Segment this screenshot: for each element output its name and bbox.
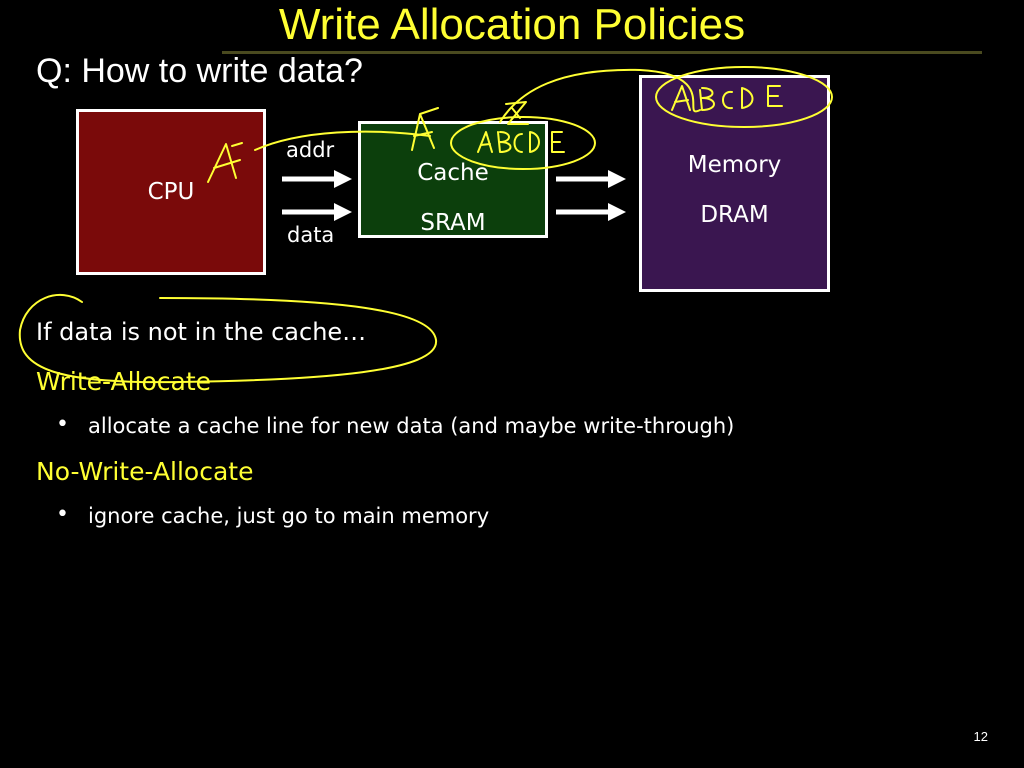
bullet-icon: • xyxy=(56,412,69,437)
slide-title: Write Allocation Policies xyxy=(278,0,746,49)
addr-arrow-icon xyxy=(282,170,352,188)
intro-text: If data is not in the cache… xyxy=(36,318,367,346)
cache-data-arrow-icon xyxy=(556,203,626,221)
write-allocate-bullet: allocate a cache line for new data (and … xyxy=(88,414,735,438)
cpu-label: CPU xyxy=(147,179,195,205)
cache-addr-arrow-icon xyxy=(556,170,626,188)
cache-label: Cache xyxy=(417,160,489,186)
page-number: 12 xyxy=(973,729,988,744)
data-label: data xyxy=(287,223,335,247)
title-rule xyxy=(222,51,982,54)
addr-label: addr xyxy=(286,138,335,162)
cache-box: Cache SRAM xyxy=(358,121,548,238)
memory-label: Memory xyxy=(687,152,782,178)
cpu-box: CPU xyxy=(76,109,266,275)
question-text: Q: How to write data? xyxy=(36,52,363,90)
data-arrow-icon xyxy=(282,203,352,221)
no-write-allocate-heading: No-Write-Allocate xyxy=(36,457,254,486)
memory-type-label: DRAM xyxy=(700,202,769,228)
cache-type-label: SRAM xyxy=(420,210,486,236)
memory-box: Memory DRAM xyxy=(639,75,830,292)
write-allocate-heading: Write-Allocate xyxy=(36,367,212,396)
no-write-allocate-bullet: ignore cache, just go to main memory xyxy=(88,504,490,528)
bullet-icon: • xyxy=(56,502,69,527)
